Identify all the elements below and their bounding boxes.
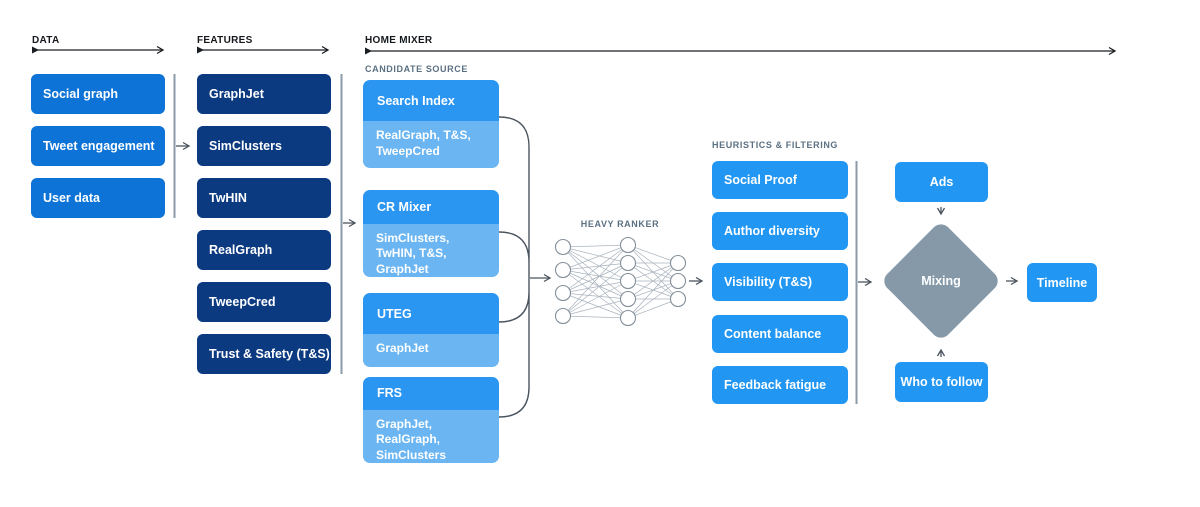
data-box-user-data: User data [31,178,165,218]
candidate-box-frs: FRS GraphJet, RealGraph, SimClusters [363,377,499,463]
data-box-social-graph: Social graph [31,74,165,114]
heuristic-box-author-diversity: Author diversity [712,212,848,250]
candidate-collector-lines [498,116,530,418]
data-section-header: DATA [32,35,60,46]
heuristic-box-content-balance: Content balance [712,315,848,353]
candidate-name: UTEG [363,293,499,334]
heuristic-box-feedback-fatigue: Feedback fatigue [712,366,848,404]
feature-box-graphjet: GraphJet [197,74,331,114]
feature-box-tweepcred: TweepCred [197,282,331,322]
candidate-name: Search Index [363,80,499,121]
feature-box-trust-safety: Trust & Safety (T&S) [197,334,331,374]
features-header-arrow [197,45,330,55]
candidate-box-search-index: Search Index RealGraph, T&S, TweepCred [363,80,499,168]
candidate-box-cr-mixer: CR Mixer SimClusters, TwHIN, T&S, GraphJ… [363,190,499,277]
timeline-box: Timeline [1027,263,1097,302]
home-mixer-header-arrow [365,46,1117,56]
features-section-header: FEATURES [197,35,253,46]
candidate-source-label: CANDIDATE SOURCE [365,64,468,74]
data-header-arrow [32,45,165,55]
candidate-box-uteg: UTEG GraphJet [363,293,499,367]
feature-box-realgraph: RealGraph [197,230,331,270]
heavy-ranker-label: HEAVY RANKER [580,219,660,229]
heuristics-filtering-label: HEURISTICS & FILTERING [712,140,839,150]
candidate-uses: RealGraph, T&S, TweepCred [363,121,499,168]
candidate-name: CR Mixer [363,190,499,224]
candidate-name: FRS [363,377,499,410]
home-mixer-section-header: HOME MIXER [365,35,433,46]
heavy-ranker-network [554,236,687,327]
feature-box-twhin: TwHIN [197,178,331,218]
data-box-tweet-engagement: Tweet engagement [31,126,165,166]
who-to-follow-box: Who to follow [895,362,988,402]
mixing-diamond-label: Mixing [921,274,961,288]
candidate-uses: GraphJet, RealGraph, SimClusters [363,409,499,463]
heuristic-box-visibility: Visibility (T&S) [712,263,848,301]
heuristic-box-social-proof: Social Proof [712,161,848,199]
feature-box-simclusters: SimClusters [197,126,331,166]
ads-box: Ads [895,162,988,202]
candidate-uses: SimClusters, TwHIN, T&S, GraphJet [363,223,499,277]
candidate-uses: GraphJet [363,334,499,367]
